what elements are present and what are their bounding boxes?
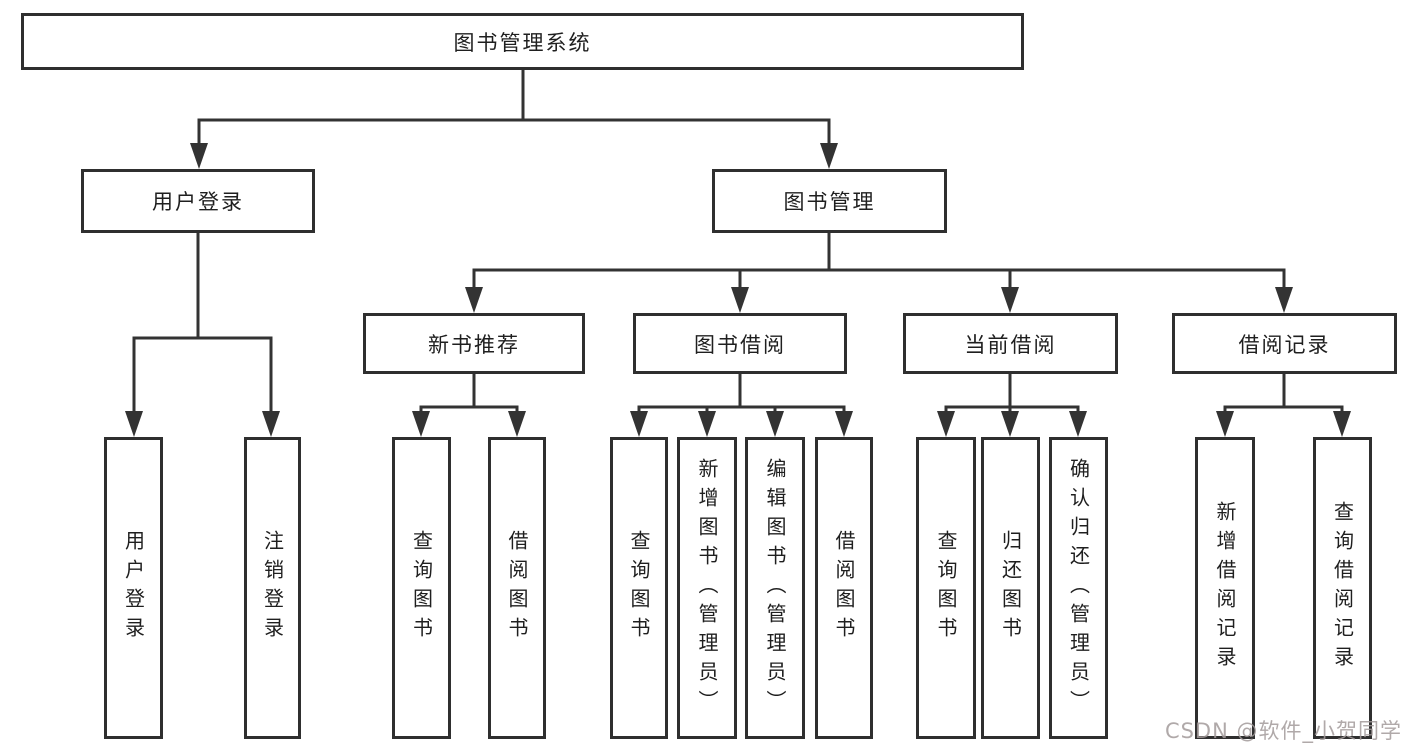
leaf-query-books-current-label: 查询图书 [934, 530, 958, 646]
arrowhead-icon [820, 143, 838, 169]
arrowhead-icon [262, 411, 280, 437]
connector-borrow-records-branch [1216, 374, 1351, 437]
arrowhead-icon [1275, 287, 1293, 313]
node-book-management: 图书管理 [712, 169, 947, 233]
arrowhead-icon [412, 411, 430, 437]
connector-current-borrow-branch [937, 374, 1087, 437]
leaf-query-borrow-record: 查询借阅记录 [1313, 437, 1372, 739]
arrowhead-icon [630, 411, 648, 437]
leaf-borrow-books-recommend: 借阅图书 [488, 437, 546, 739]
arrowhead-icon [698, 411, 716, 437]
node-book-borrow-label: 图书借阅 [694, 332, 786, 357]
connector-user-login-branch [125, 233, 280, 437]
leaf-logout: 注销登录 [244, 437, 301, 739]
leaf-edit-book-admin-label: 编辑图书（管理员） [763, 457, 787, 719]
arrowhead-icon [1001, 287, 1019, 313]
arrowhead-icon [1001, 411, 1019, 437]
leaf-edit-book-admin: 编辑图书（管理员） [745, 437, 805, 739]
node-borrow-records-label: 借阅记录 [1238, 332, 1331, 357]
node-borrow-records: 借阅记录 [1172, 313, 1397, 374]
arrowhead-icon [835, 411, 853, 437]
leaf-query-books-current: 查询图书 [916, 437, 976, 739]
node-root: 图书管理系统 [21, 13, 1024, 70]
leaf-query-books-recommend: 查询图书 [392, 437, 451, 739]
arrowhead-icon [731, 287, 749, 313]
node-book-borrow: 图书借阅 [633, 313, 847, 374]
leaf-add-book-admin-label: 新增图书（管理员） [695, 457, 719, 719]
arrowhead-icon [1216, 411, 1234, 437]
leaf-query-books-recommend-label: 查询图书 [409, 530, 434, 646]
node-current-borrow-label: 当前借阅 [964, 332, 1057, 357]
leaf-borrow-books-label: 借阅图书 [832, 530, 856, 646]
node-new-book-recommend-label: 新书推荐 [428, 332, 520, 357]
node-book-management-label: 图书管理 [783, 190, 876, 214]
leaf-user-login-label: 用户登录 [121, 530, 146, 646]
connector-book-management-to-level3 [465, 233, 1293, 313]
leaf-logout-label: 注销登录 [260, 530, 285, 646]
leaf-user-login: 用户登录 [104, 437, 163, 739]
leaf-confirm-return-admin: 确认归还（管理员） [1049, 437, 1108, 739]
arrowhead-icon [190, 143, 208, 169]
leaf-add-borrow-record-label: 新增借阅记录 [1213, 501, 1237, 675]
connector-book-borrow-branch [630, 374, 853, 437]
arrowhead-icon [1069, 411, 1087, 437]
arrowhead-icon [766, 411, 784, 437]
watermark: CSDN @软件_小贺同学 [1164, 719, 1402, 743]
node-user-login-label: 用户登录 [152, 190, 244, 214]
arrowhead-icon [125, 411, 143, 437]
node-root-label: 图书管理系统 [453, 30, 592, 55]
leaf-query-books-borrow: 查询图书 [610, 437, 668, 739]
leaf-query-books-borrow-label: 查询图书 [627, 530, 651, 646]
leaf-confirm-return-admin-label: 确认归还（管理员） [1066, 457, 1091, 719]
node-new-book-recommend: 新书推荐 [363, 313, 585, 374]
arrowhead-icon [937, 411, 955, 437]
leaf-add-book-admin: 新增图书（管理员） [677, 437, 737, 739]
leaf-borrow-books-recommend-label: 借阅图书 [505, 530, 529, 646]
connector-new-book-recommend-branch [412, 374, 526, 437]
connector-root-to-level2 [190, 70, 838, 169]
leaf-query-borrow-record-label: 查询借阅记录 [1330, 501, 1355, 675]
leaf-borrow-books: 借阅图书 [815, 437, 873, 739]
arrowhead-icon [508, 411, 526, 437]
arrowhead-icon [1333, 411, 1351, 437]
node-user-login: 用户登录 [81, 169, 315, 233]
arrowhead-icon [465, 287, 483, 313]
leaf-return-book: 归还图书 [981, 437, 1040, 739]
node-current-borrow: 当前借阅 [903, 313, 1118, 374]
leaf-add-borrow-record: 新增借阅记录 [1195, 437, 1255, 739]
leaf-return-book-label: 归还图书 [998, 530, 1023, 646]
